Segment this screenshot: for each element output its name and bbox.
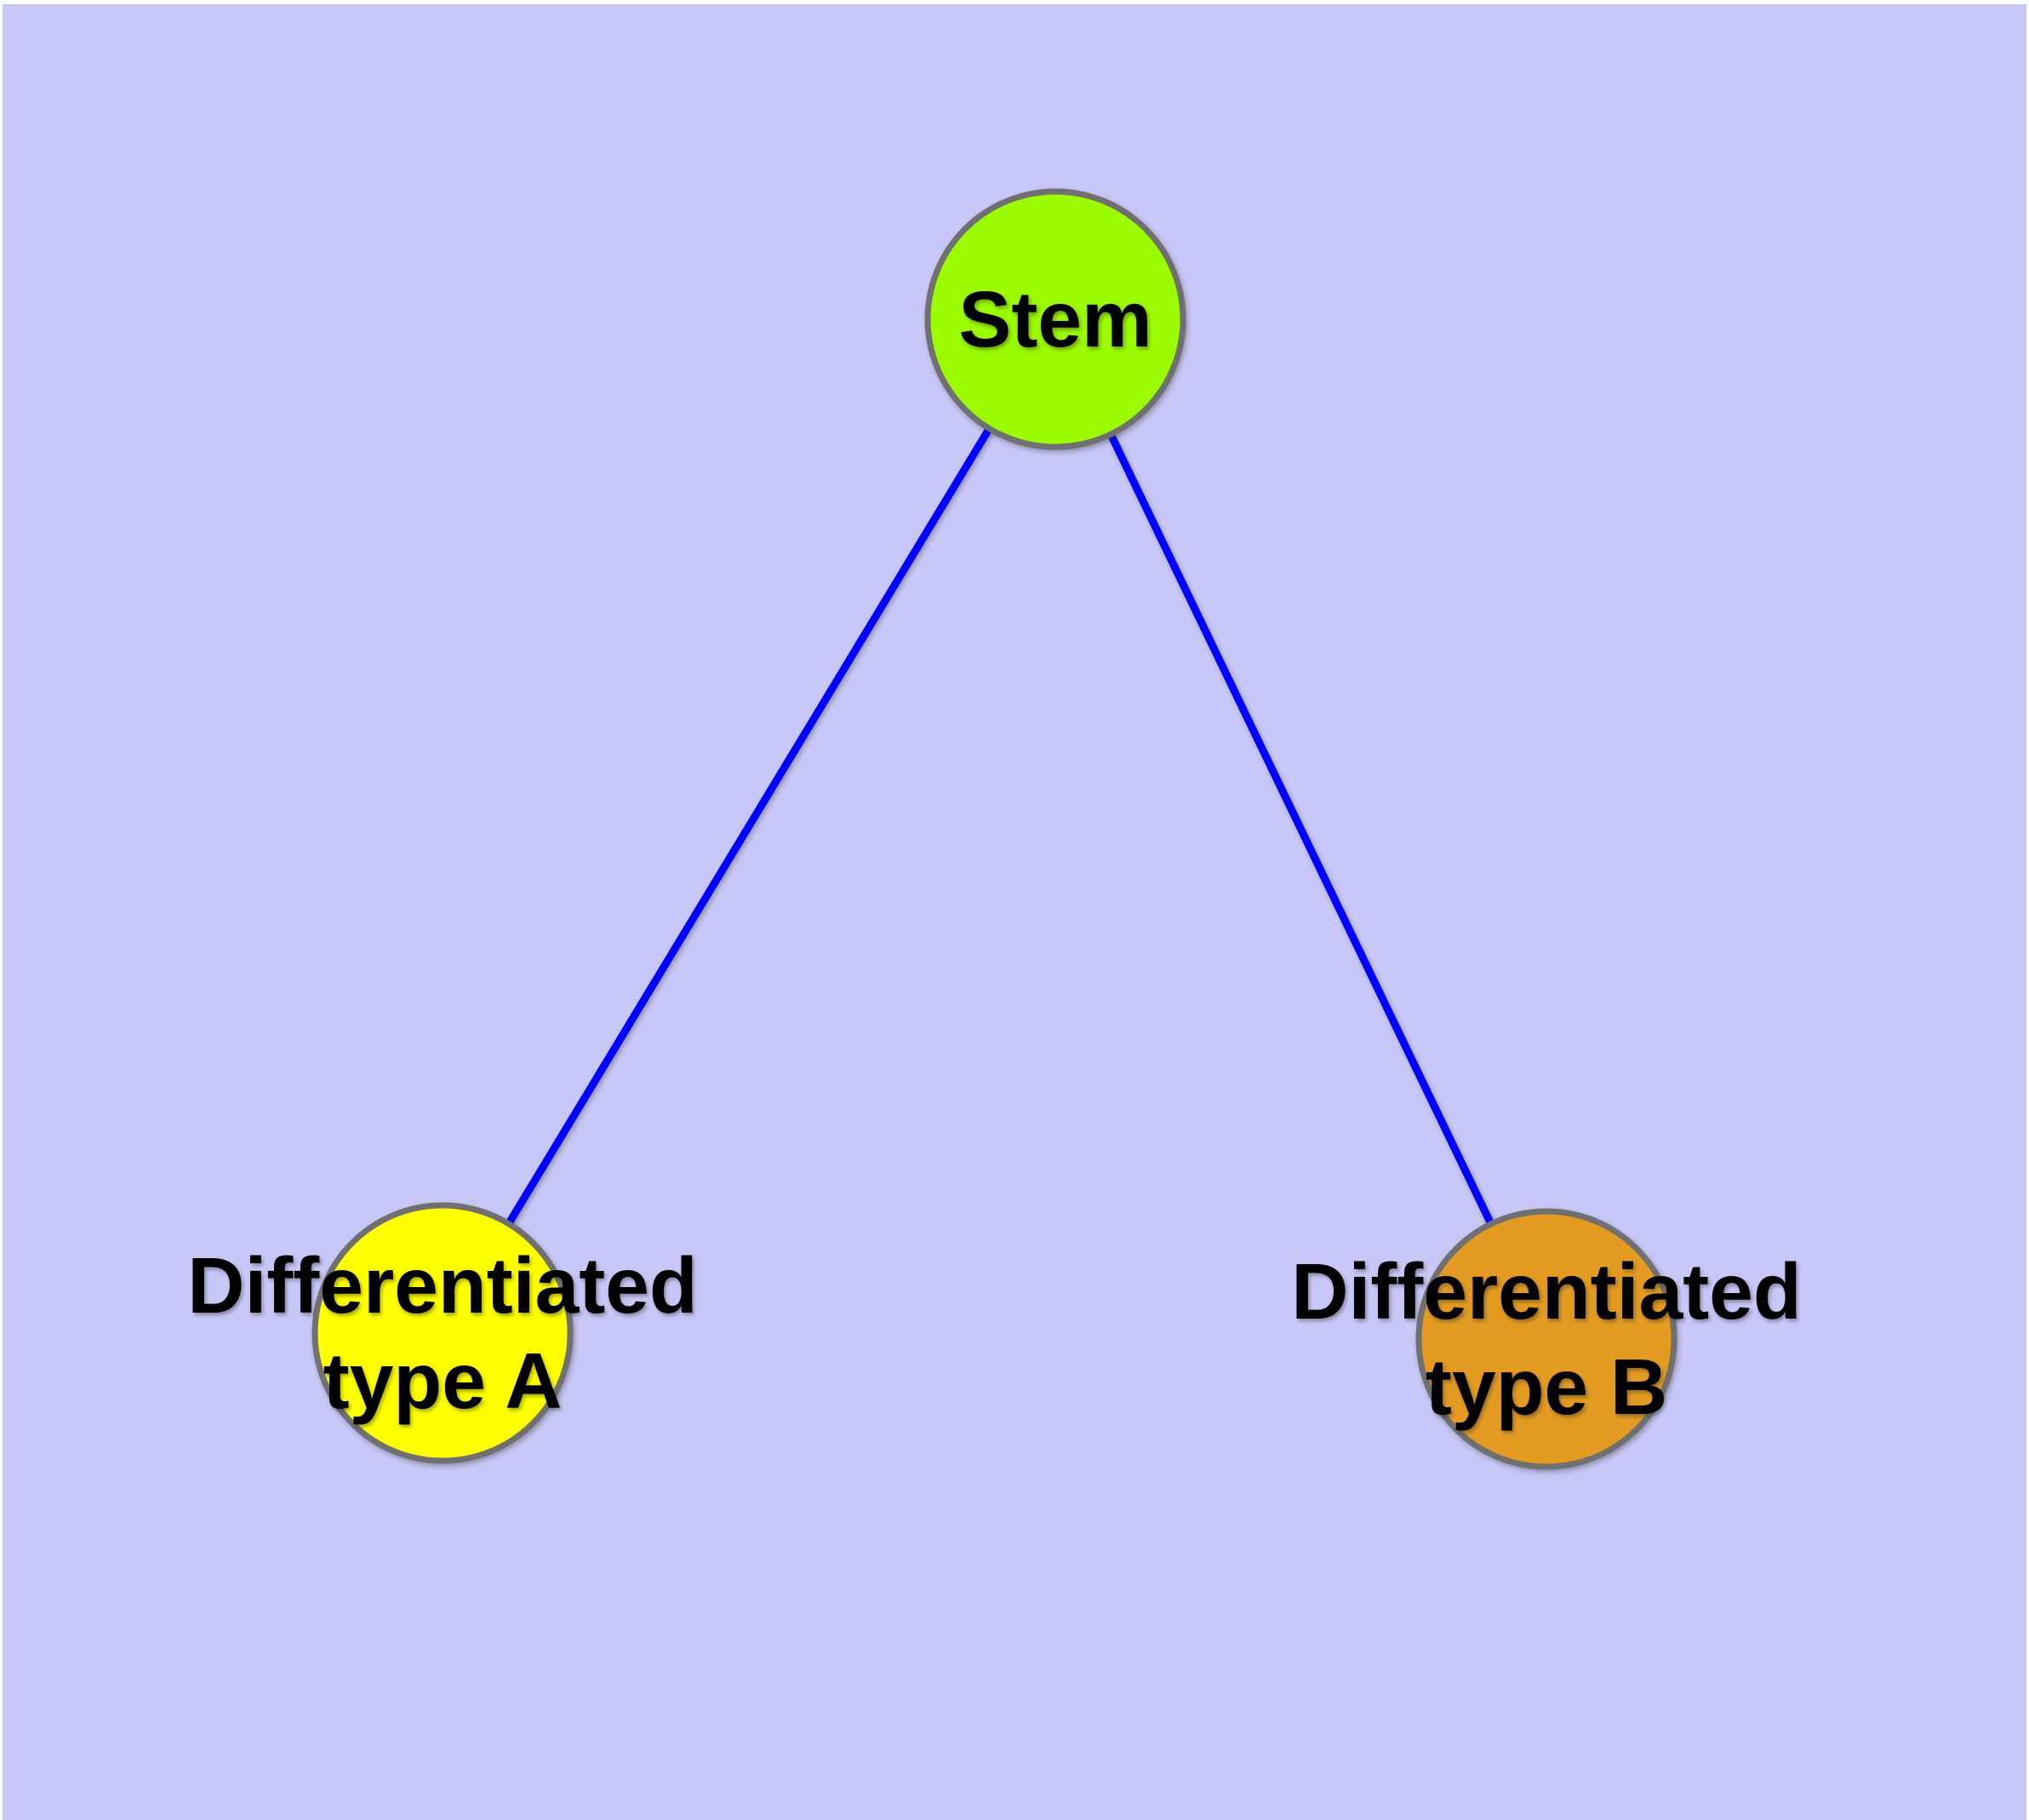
edges-layer xyxy=(439,317,1551,1341)
node-stem-circle xyxy=(924,188,1186,450)
nodes-layer xyxy=(311,188,1677,1470)
graph-svg xyxy=(311,188,1677,1470)
node-differentiated-type-a-circle xyxy=(311,1202,574,1464)
edge-stem-to-differentiated-type-b xyxy=(1051,318,1551,1341)
node-differentiated-type-b-circle xyxy=(1415,1208,1677,1470)
edge-stem-to-differentiated-type-a xyxy=(439,317,1059,1336)
